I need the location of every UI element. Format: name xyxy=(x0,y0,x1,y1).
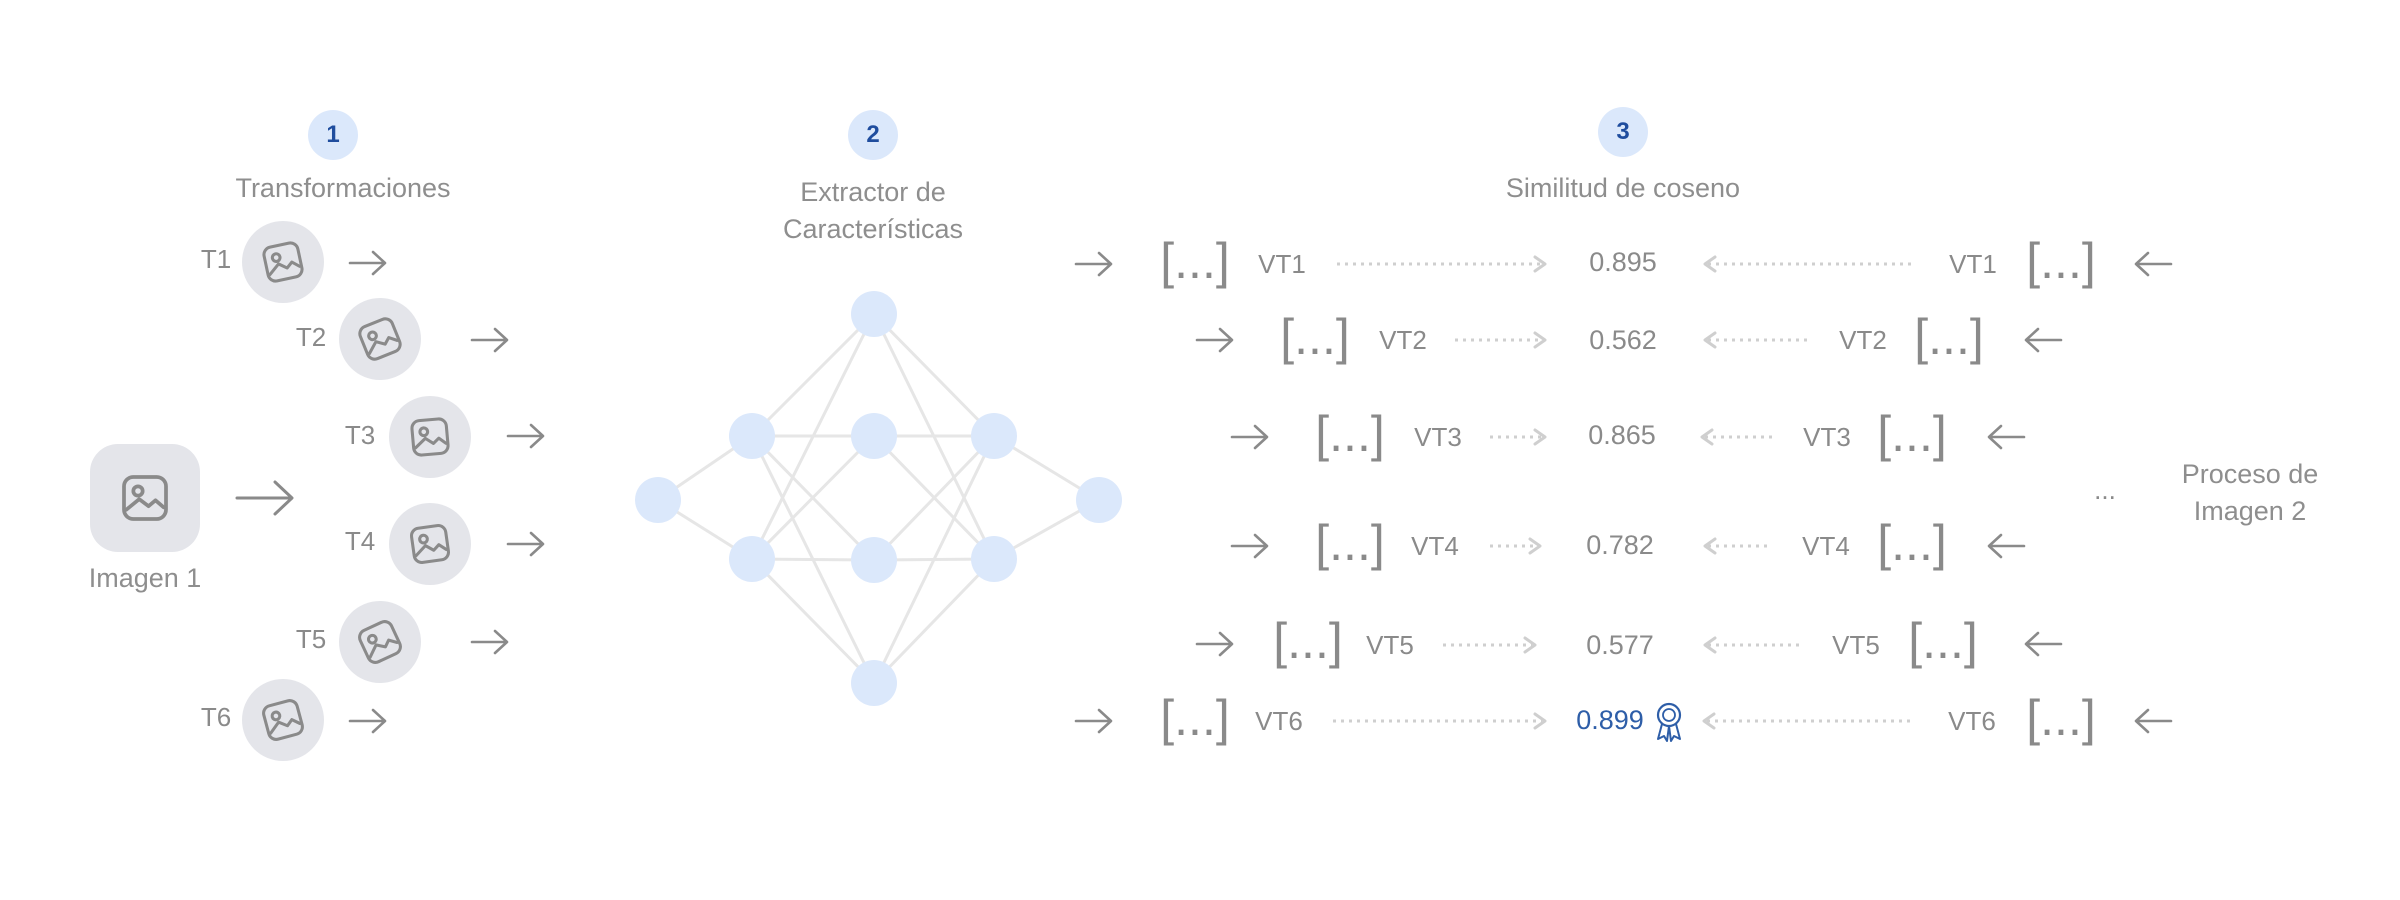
vector-label-right-5: VT5 xyxy=(1832,630,1880,660)
vector-label-right-2: VT2 xyxy=(1839,325,1887,355)
transform-image-t6 xyxy=(242,679,324,761)
arrow-left-icon xyxy=(2024,631,2063,657)
network-node xyxy=(851,413,897,459)
arrow-right-icon xyxy=(506,531,545,557)
network-node-output xyxy=(1076,477,1122,523)
network-node xyxy=(851,291,897,337)
image-icon xyxy=(122,475,168,521)
step-title-transformaciones: Transformaciones xyxy=(235,173,451,203)
network-node xyxy=(851,537,897,583)
arrow-right-icon xyxy=(348,250,387,276)
feature-vector-right-5: [...] xyxy=(1908,613,1978,669)
feature-vector-right-3: [...] xyxy=(1877,406,1947,462)
arrow-right-icon xyxy=(235,480,294,516)
feature-vector-left-4: [...] xyxy=(1315,515,1385,571)
image-icon xyxy=(358,620,402,664)
network-node xyxy=(851,660,897,706)
vector-label-left-5: VT5 xyxy=(1366,630,1414,660)
arrow-right-icon xyxy=(1074,708,1113,734)
transform-image-t5 xyxy=(339,601,421,683)
vector-label-left-6: VT6 xyxy=(1255,706,1303,736)
step-number-2: 2 xyxy=(848,110,898,160)
image-icon xyxy=(358,317,402,361)
transform-label-t1: T1 xyxy=(200,244,232,274)
feature-vector-right-6: [...] xyxy=(2026,690,2096,746)
similarity-score-1: 0.895 xyxy=(1589,247,1657,277)
arrow-right-icon xyxy=(1230,533,1269,559)
image-icon xyxy=(262,699,304,741)
network-node xyxy=(729,536,775,582)
similarity-score-3: 0.865 xyxy=(1588,420,1656,450)
arrow-left-icon xyxy=(2134,251,2173,277)
vector-label-left-4: VT4 xyxy=(1411,531,1459,561)
step-number-1: 1 xyxy=(308,110,358,160)
arrow-left-icon xyxy=(1987,424,2026,450)
input-image-label: Imagen 1 xyxy=(88,563,202,593)
vector-label-right-1: VT1 xyxy=(1949,249,1997,279)
similarity-score-4: 0.782 xyxy=(1586,530,1654,560)
feature-vector-left-5: [...] xyxy=(1273,613,1343,669)
feature-vector-left-2: [...] xyxy=(1280,309,1350,365)
transform-image-t3 xyxy=(389,396,471,478)
similarity-score-best: 0.899 xyxy=(1576,705,1644,735)
step-title-similitud: Similitud de coseno xyxy=(1505,173,1741,203)
image2-process-label: Proceso de Imagen 2 xyxy=(2181,459,2319,526)
vector-label-right-3: VT3 xyxy=(1803,422,1851,452)
network-node-input xyxy=(635,477,681,523)
arrow-right-icon xyxy=(1230,424,1269,450)
step-title-extractor: Extractor de Características xyxy=(782,177,964,244)
arrow-right-icon xyxy=(1074,251,1113,277)
transform-image-t4 xyxy=(389,503,471,585)
input-image-card xyxy=(90,444,200,552)
more-rows-ellipsis: ... xyxy=(2094,475,2116,505)
image-icon xyxy=(410,417,450,457)
vector-label-left-2: VT2 xyxy=(1379,325,1427,355)
vector-label-left-1: VT1 xyxy=(1258,249,1306,279)
transform-label-t5: T5 xyxy=(295,624,327,654)
arrow-right-icon xyxy=(1195,631,1234,657)
network-nodes xyxy=(635,291,1122,706)
transform-label-t3: T3 xyxy=(344,420,376,450)
vector-label-right-6: VT6 xyxy=(1948,706,1996,736)
feature-vector-left-3: [...] xyxy=(1315,406,1385,462)
arrow-right-icon xyxy=(470,629,509,655)
feature-vector-right-1: [...] xyxy=(2026,233,2096,289)
step-number-3: 3 xyxy=(1598,107,1648,157)
arrow-right-icon xyxy=(506,423,545,449)
network-node xyxy=(971,413,1017,459)
arrow-right-icon xyxy=(470,327,509,353)
feature-vector-right-2: [...] xyxy=(1914,309,1984,365)
arrow-right-icon xyxy=(1195,327,1234,353)
feature-vector-left-1: [...] xyxy=(1160,233,1230,289)
arrow-left-icon xyxy=(2024,327,2063,353)
award-ribbon-icon xyxy=(1656,702,1682,742)
feature-vector-right-4: [...] xyxy=(1877,515,1947,571)
image-icon xyxy=(262,241,304,283)
vector-label-right-4: VT4 xyxy=(1802,531,1850,561)
transform-image-t2 xyxy=(339,298,421,380)
arrow-right-icon xyxy=(348,708,387,734)
similarity-score-2: 0.562 xyxy=(1589,325,1657,355)
arrow-left-icon xyxy=(2134,708,2173,734)
feature-vector-left-6: [...] xyxy=(1160,690,1230,746)
arrow-left-icon xyxy=(1987,533,2026,559)
transform-label-t4: T4 xyxy=(344,526,376,556)
similarity-score-5: 0.577 xyxy=(1586,630,1654,660)
transform-label-t2: T2 xyxy=(295,322,327,352)
transform-image-t1 xyxy=(242,221,324,303)
network-node xyxy=(729,413,775,459)
transform-label-t6: T6 xyxy=(200,702,232,732)
image-icon xyxy=(409,523,451,565)
vector-label-left-3: VT3 xyxy=(1414,422,1462,452)
network-node xyxy=(971,536,1017,582)
